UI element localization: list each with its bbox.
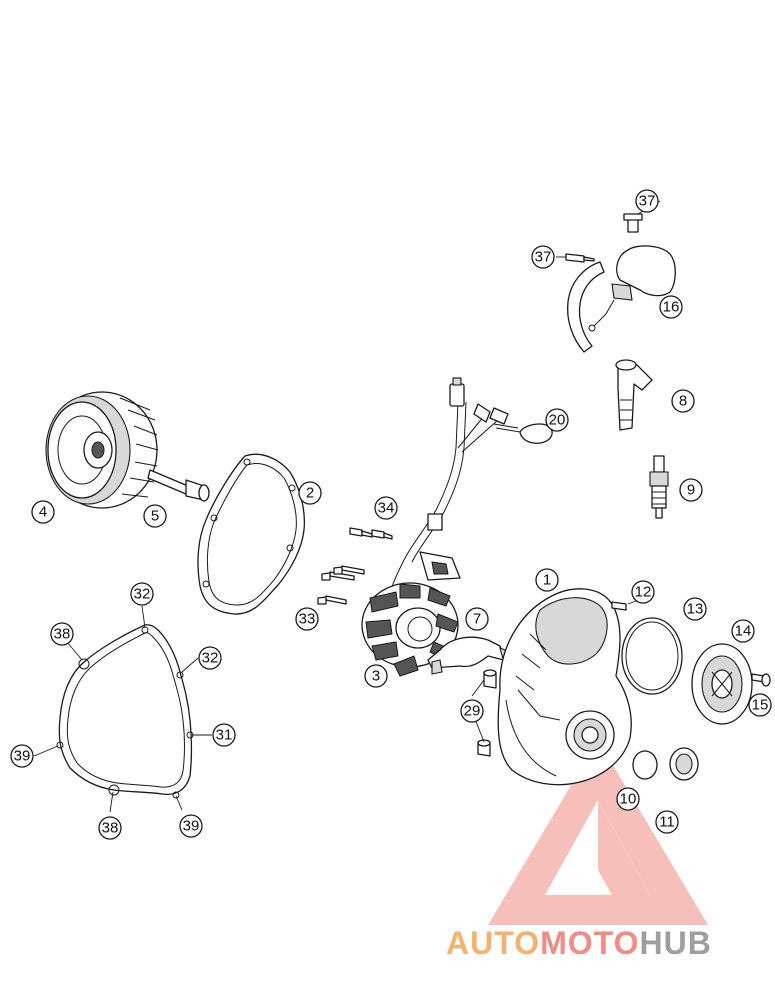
callout-37-left: 37 <box>531 245 555 269</box>
callout-37-left-text: 37 <box>535 249 552 266</box>
callout-7-text: 7 <box>473 611 481 628</box>
watermark-moto: MOTO <box>540 925 639 961</box>
callout-11-text: 11 <box>659 814 675 831</box>
callout-8: 8 <box>671 389 695 413</box>
callout-16-text: 16 <box>663 299 680 316</box>
callout-15: 15 <box>748 693 772 717</box>
callout-38-bottom-text: 38 <box>102 820 119 837</box>
callout-14-text: 14 <box>735 623 752 640</box>
callout-33-text: 33 <box>299 611 316 628</box>
callout-1: 1 <box>535 568 559 592</box>
cover-gasket-lower <box>56 624 194 799</box>
dowel-pins <box>477 669 497 757</box>
stator <box>361 582 459 677</box>
callout-8-text: 8 <box>679 393 687 410</box>
cover-plug <box>611 601 627 611</box>
watermark-hub: HUB <box>639 925 711 961</box>
flywheel-bolt <box>147 469 210 502</box>
callout-14: 14 <box>731 619 755 643</box>
callout-38-left: 38 <box>50 622 74 646</box>
callout-9-text: 9 <box>687 482 695 499</box>
callout-13-text: 13 <box>687 601 704 618</box>
callout-34: 34 <box>374 496 398 520</box>
callout-29: 29 <box>460 699 484 723</box>
callout-13: 13 <box>683 597 707 621</box>
ignition-coil <box>566 245 676 353</box>
callout-10-text: 10 <box>620 791 637 808</box>
callout-32-right: 32 <box>198 646 222 670</box>
callout-4-text: 4 <box>39 504 47 521</box>
flywheel-rotor <box>45 391 159 509</box>
small-o-ring <box>632 750 658 780</box>
cover-o-ring <box>621 617 683 695</box>
callout-3: 3 <box>364 664 388 688</box>
callout-38-left-text: 38 <box>54 626 71 643</box>
callout-3-text: 3 <box>372 668 380 685</box>
callout-2: 2 <box>298 481 322 505</box>
cover-gasket-upper <box>197 453 306 615</box>
callout-32-top-text: 32 <box>134 586 151 603</box>
callout-39-left: 39 <box>10 744 34 768</box>
callout-38-bottom: 38 <box>98 816 122 840</box>
callout-32-top: 32 <box>130 582 154 606</box>
callout-20-text: 20 <box>549 412 566 429</box>
ignition-cover <box>497 588 632 786</box>
callout-10: 10 <box>616 787 640 811</box>
coil-bolts <box>565 213 643 263</box>
callout-34-text: 34 <box>378 500 395 517</box>
wiring-harness <box>387 377 509 601</box>
callout-16: 16 <box>659 295 683 319</box>
callout-39-bottom-text: 39 <box>183 818 200 835</box>
callout-5-text: 5 <box>151 508 159 525</box>
callout-2-text: 2 <box>306 485 314 502</box>
callout-31: 31 <box>212 723 236 747</box>
spark-plug-cap <box>615 359 653 431</box>
callout-39-left-text: 39 <box>14 748 31 765</box>
callout-15-text: 15 <box>752 697 769 714</box>
inspection-plug <box>669 747 699 781</box>
callout-37-top: 37 <box>635 189 659 213</box>
spark-plug <box>649 455 669 519</box>
callout-39-bottom: 39 <box>179 814 203 838</box>
callout-37-top-text: 37 <box>639 193 656 210</box>
callout-31-text: 31 <box>216 727 233 744</box>
stator-bolts <box>317 527 393 605</box>
callout-20: 20 <box>545 408 569 432</box>
cable-tie <box>493 423 553 444</box>
watermark-text: AUTOMOTOHUB <box>446 925 712 961</box>
callout-12-text: 12 <box>635 584 652 601</box>
inspection-cap <box>691 643 753 725</box>
watermark-logo-icon <box>488 740 708 925</box>
callout-5: 5 <box>143 504 167 528</box>
callout-11: 11 <box>655 810 679 834</box>
callout-12: 12 <box>631 580 655 604</box>
cap-screw <box>751 673 771 687</box>
watermark-auto: AUTO <box>446 925 540 961</box>
callout-7: 7 <box>465 607 489 631</box>
callout-32-right-text: 32 <box>202 650 219 667</box>
callout-9: 9 <box>679 478 703 502</box>
callout-1-text: 1 <box>543 572 551 589</box>
callout-33: 33 <box>295 607 319 631</box>
callout-4: 4 <box>31 500 55 524</box>
callout-29-text: 29 <box>464 703 481 720</box>
